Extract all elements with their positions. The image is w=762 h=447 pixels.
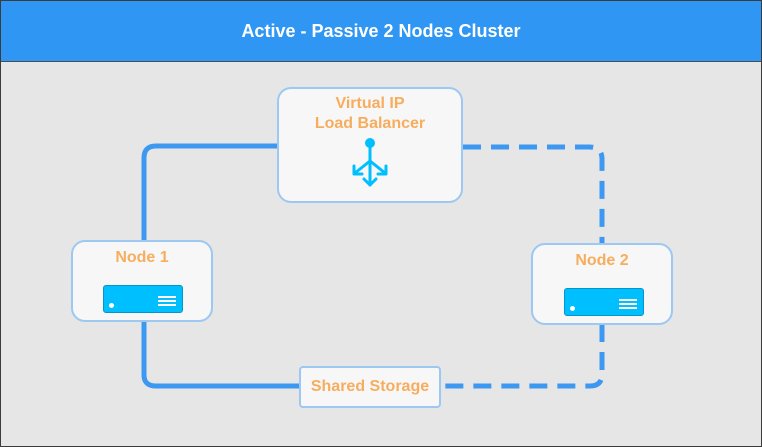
diagram-title-bar: Active - Passive 2 Nodes Cluster [1, 1, 761, 62]
load-balancer-box[interactable]: Virtual IP Load Balancer [277, 87, 463, 203]
node2-box[interactable]: Node 2 [531, 243, 673, 325]
link-lb-node2 [463, 144, 605, 244]
diagram-title: Active - Passive 2 Nodes Cluster [241, 20, 521, 41]
server-icon [103, 285, 183, 313]
shared-storage-label: Shared Storage [310, 378, 430, 395]
node1-box[interactable]: Node 1 [71, 240, 213, 322]
link-node2-storage [441, 324, 605, 389]
server-icon [564, 288, 644, 316]
shared-storage-box[interactable]: Shared Storage [299, 366, 441, 408]
load-balancer-label-line1: Virtual IP [335, 95, 405, 112]
link-lb-node1 [141, 143, 278, 241]
load-balancer-icon [352, 138, 388, 187]
node1-label: Node 1 [115, 249, 169, 266]
node2-label: Node 2 [575, 252, 629, 269]
link-node1-storage [141, 321, 301, 389]
load-balancer-label-line2: Load Balancer [314, 115, 426, 132]
